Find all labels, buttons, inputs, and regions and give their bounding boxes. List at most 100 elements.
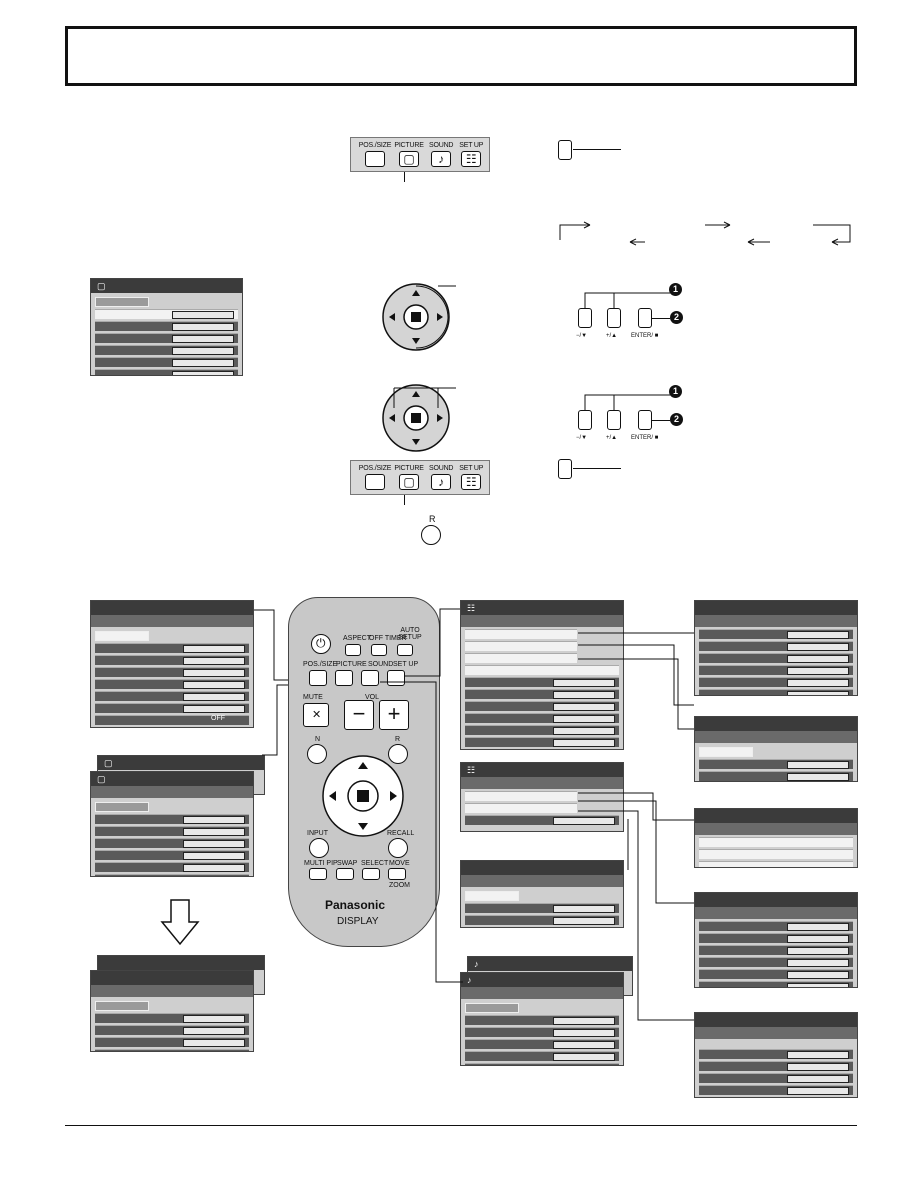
plus-label: +/▲ [606, 333, 618, 339]
plus-up-button-2[interactable] [607, 410, 621, 430]
input-label: INPUT [307, 830, 328, 837]
vol-up-button[interactable]: + [379, 700, 409, 730]
enter-button[interactable] [638, 308, 652, 328]
r-button[interactable] [421, 525, 441, 545]
remote-picture-button[interactable] [335, 670, 353, 686]
connector-lines [578, 632, 694, 1021]
brand-logo: Panasonic [325, 898, 386, 912]
display-box-icon-2 [558, 459, 572, 479]
possize-menu-osd: OFF [90, 600, 254, 728]
picture-label-2: PICTURE [394, 465, 424, 472]
swap-label: SWAP [337, 860, 358, 867]
footer-rule [65, 1125, 857, 1126]
menu-list-icon: ☷ [461, 601, 623, 615]
callout-line [404, 495, 405, 505]
power-icon: ⏻ [316, 636, 326, 650]
aspect-button[interactable] [345, 644, 361, 656]
osd-off-value: OFF [211, 715, 225, 722]
picture-menu-osd: ▢ [90, 278, 243, 376]
minus-down-button-2[interactable] [578, 410, 592, 430]
setup-label-2: SET UP [459, 465, 484, 472]
remote-control: ⏻ ASPECT OFF TIMER AUTO SETUP POS./SIZE … [288, 597, 440, 947]
picture-button-2[interactable]: ▢ [399, 474, 419, 490]
music-note-icon: ♪ [438, 475, 445, 489]
n-button[interactable] [307, 744, 327, 764]
sound-button[interactable]: ♪ [431, 151, 452, 167]
music-note-icon: ♪ [438, 152, 445, 166]
osd-tab [95, 297, 149, 307]
remote-possize-button[interactable] [309, 670, 327, 686]
r-button-label: R [429, 514, 436, 524]
off-timer-label: OFF TIMER [369, 635, 407, 642]
mute-button[interactable]: ✕ [303, 703, 329, 727]
vol-label: VOL [365, 694, 380, 701]
remote-dpad[interactable] [317, 753, 409, 839]
dpad-updown [382, 283, 456, 351]
plus-label-2: +/▲ [606, 435, 618, 441]
remote-setup-label: SET UP [393, 661, 419, 668]
setup-label: SET UP [459, 142, 484, 149]
setup-detail-osd [460, 860, 624, 928]
sound-button-2[interactable]: ♪ [431, 474, 452, 490]
right-menu-1 [694, 600, 858, 696]
minus-down-button[interactable] [578, 308, 592, 328]
setup-submenu-osd: ☷ [460, 762, 624, 832]
r-button-remote[interactable] [388, 744, 408, 764]
step-2-badge: 2 [670, 311, 683, 324]
dpad-leftright [382, 384, 456, 452]
auto-setup-button[interactable] [397, 644, 413, 656]
remote-picture-label: PICTURE [336, 661, 367, 668]
right-menu-4 [694, 892, 858, 988]
setup-button-2[interactable]: ☷ [461, 474, 482, 490]
off-timer-button[interactable] [371, 644, 387, 656]
music-note-icon: ♪ [468, 957, 632, 971]
connector-line [380, 681, 463, 983]
enter-label: ENTER/ ■ [631, 333, 659, 339]
callout-lines [584, 292, 671, 309]
remote-sound-button[interactable] [361, 670, 379, 686]
possize-button-2[interactable] [365, 474, 385, 490]
multipip-button[interactable] [309, 868, 327, 880]
recall-label: RECALL [387, 830, 415, 837]
multipip-label: MULTI PIP [304, 860, 338, 867]
r-label: R [395, 736, 401, 743]
enter-button-2[interactable] [638, 410, 652, 430]
enter-label-2: ENTER/ ■ [631, 435, 659, 441]
select-label: SELECT [361, 860, 389, 867]
mute-icon: ✕ [312, 709, 322, 721]
callout-line [652, 420, 670, 421]
picture-label: PICTURE [394, 142, 424, 149]
picture-menu-icon: ▢ [91, 279, 242, 293]
picture-icon: ▢ [403, 152, 415, 166]
n-label: N [315, 736, 321, 743]
picture-button[interactable]: ▢ [399, 151, 419, 167]
plus-up-button[interactable] [607, 308, 621, 328]
possize-label-2: POS./SIZE [358, 465, 392, 472]
power-button[interactable]: ⏻ [311, 634, 331, 654]
menu-list-icon: ☷ [465, 152, 477, 166]
picture-icon: ▢ [403, 475, 415, 489]
vol-down-button[interactable]: − [344, 700, 374, 730]
display-box-icon [558, 140, 572, 160]
step-2-badge-2: 2 [670, 413, 683, 426]
connector-line [254, 609, 299, 681]
sound-label-2: SOUND [429, 465, 454, 472]
music-note-icon: ♪ [461, 973, 623, 987]
possize-label: POS./SIZE [358, 142, 392, 149]
setup-button[interactable]: ☷ [461, 151, 482, 167]
zoom-label: ZOOM [389, 882, 410, 889]
select-button[interactable] [362, 868, 380, 880]
remote-button-strip-2: POS./SIZE PICTURE ▢ SOUND ♪ SET UP ☷ [350, 460, 490, 495]
possize-button[interactable] [365, 151, 385, 167]
callout-line [652, 318, 670, 319]
move-button[interactable] [388, 868, 406, 880]
input-button[interactable] [309, 838, 329, 858]
callout-line [573, 149, 621, 150]
display-label: DISPLAY [337, 916, 379, 927]
swap-button[interactable] [336, 868, 354, 880]
sound-menu-osd: ♪ [460, 972, 624, 1066]
menu-list-icon: ☷ [465, 475, 477, 489]
recall-button[interactable] [388, 838, 408, 858]
callout-lines-2 [584, 394, 671, 411]
picture-menu-osd-2: ▢ [90, 771, 254, 877]
